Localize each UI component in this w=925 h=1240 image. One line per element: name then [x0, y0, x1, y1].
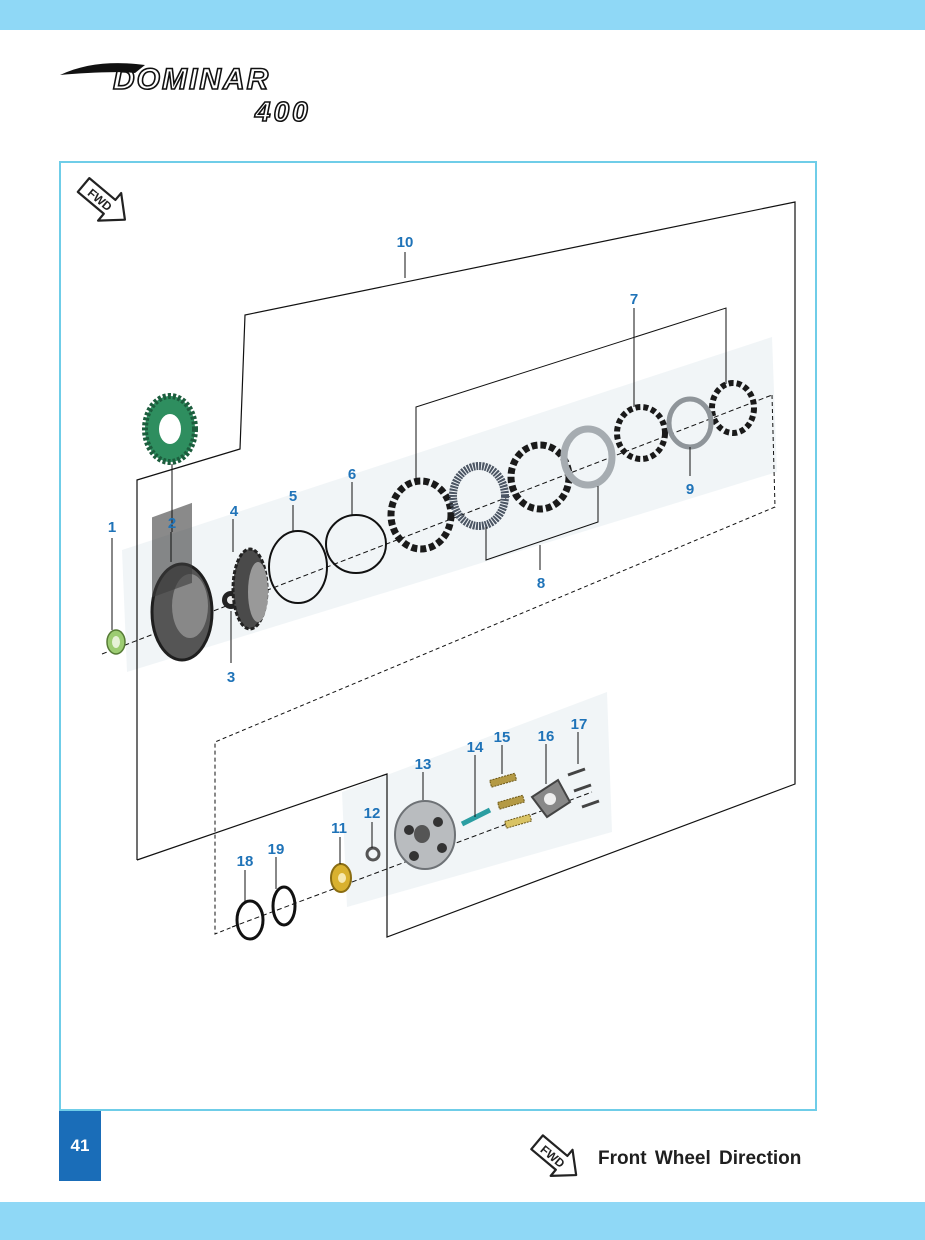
callout-9: 9 [686, 481, 694, 498]
callout-6: 6 [348, 466, 356, 483]
part-2-primary-gear [142, 393, 198, 465]
clutch-housing [150, 502, 214, 662]
fwd-arrow-icon: FWD [530, 1134, 578, 1177]
part-15-springs [489, 772, 533, 829]
callout-7: 7 [630, 291, 638, 308]
clutch-exploded-diagram: FWD [76, 177, 796, 941]
callout-15: 15 [494, 729, 511, 746]
fwd-arrow-icon: FWD [76, 177, 127, 222]
callout-11: 11 [331, 820, 347, 837]
callout-3: 3 [227, 669, 235, 686]
part-1-bushing [106, 629, 126, 655]
callout-4: 4 [230, 503, 239, 520]
callout-5: 5 [289, 488, 297, 505]
part-14-push-rod [460, 807, 492, 827]
part-19-o-ring [271, 885, 297, 927]
callout-2: 2 [168, 515, 176, 532]
part-16-lifter-plate [530, 778, 572, 819]
parts-diagram-frame: FWD [59, 161, 817, 1111]
callout-18: 18 [237, 853, 254, 870]
dominar-400-logo: DOMINAR 400 [60, 62, 311, 125]
part-5-ring [268, 530, 328, 604]
callout-8: 8 [537, 575, 545, 592]
bottom-band [0, 1202, 925, 1240]
part-18-o-ring [235, 899, 265, 941]
svg-text:DOMINAR: DOMINAR [113, 63, 270, 96]
fwd-legend: FWD Front Wheel Direction [527, 1133, 822, 1185]
callout-19: 19 [268, 841, 285, 858]
callout-14: 14 [467, 739, 484, 756]
part-17-bolts [567, 767, 600, 809]
svg-text:400: 400 [254, 96, 311, 125]
callout-12: 12 [364, 805, 381, 822]
part-11-nut [330, 863, 352, 893]
top-band [0, 0, 925, 30]
part-8-steel-plates [449, 425, 616, 530]
callout-17: 17 [571, 716, 588, 733]
page-number: 41 [59, 1111, 101, 1181]
part-6-ring [325, 514, 387, 574]
callout-13: 13 [415, 756, 432, 773]
callout-10: 10 [397, 234, 414, 251]
part-13-pressure-plate [394, 800, 456, 870]
legend-text: Front Wheel Direction [598, 1148, 802, 1169]
callout-16: 16 [538, 728, 555, 745]
part-12-washer [365, 846, 381, 862]
part-4-clutch-hub [231, 547, 269, 631]
callout-1: 1 [108, 519, 116, 536]
